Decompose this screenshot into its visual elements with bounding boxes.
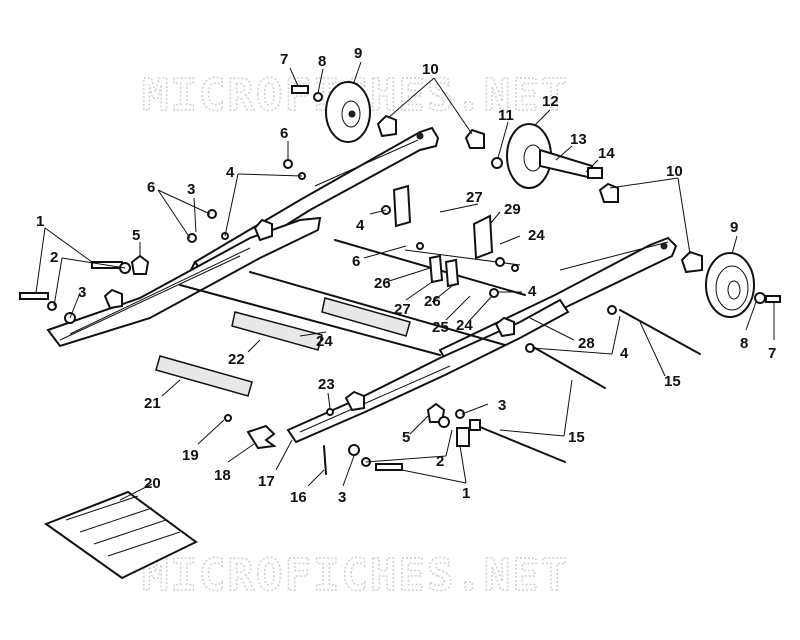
- callout-28: 28: [578, 335, 595, 352]
- callout-9b: 9: [730, 219, 738, 236]
- callout-8a: 8: [318, 53, 326, 70]
- callout-15b: 15: [568, 429, 585, 446]
- brackets: [392, 184, 494, 288]
- callout-2b: 2: [436, 453, 444, 470]
- callout-4d: 4: [620, 345, 629, 362]
- idler-wheel-upper: [325, 81, 371, 143]
- callout-6c: 6: [352, 253, 360, 270]
- leader-lines: [35, 61, 775, 501]
- callout-25: 25: [432, 319, 449, 336]
- callout-4b: 4: [356, 217, 365, 234]
- callout-9a: 9: [354, 45, 362, 62]
- callout-24b: 24: [456, 317, 473, 334]
- callout-10b: 10: [666, 163, 683, 180]
- right-slide-rail: [286, 298, 570, 444]
- idler-wheel-12: [506, 123, 603, 189]
- left-slide-rail: [46, 216, 322, 348]
- callout-7a: 7: [280, 51, 288, 68]
- callout-24a: 24: [528, 227, 545, 244]
- callout-3a: 3: [78, 284, 86, 301]
- callout-22: 22: [228, 351, 245, 368]
- callout-4c: 4: [528, 283, 537, 300]
- callout-1a: 1: [36, 213, 44, 230]
- callout-17: 17: [258, 473, 275, 490]
- callout-19: 19: [182, 447, 199, 464]
- callout-4a: 4: [226, 164, 235, 181]
- callout-21: 21: [144, 395, 161, 412]
- callout-12: 12: [542, 93, 559, 110]
- callouts: 1 1 2 2 3 3 3 3 4 4 4 4 5 5 6 6 6 7 7 8 …: [36, 45, 776, 506]
- cross-shafts: [155, 239, 526, 397]
- callout-29: 29: [504, 201, 521, 218]
- watermark-bottom: MICROFICHES.NET: [142, 550, 569, 601]
- callout-3d: 3: [338, 489, 346, 506]
- callout-14: 14: [598, 145, 615, 162]
- callout-5b: 5: [402, 429, 410, 446]
- hardware: [19, 85, 781, 475]
- callout-16: 16: [290, 489, 307, 506]
- callout-1b: 1: [462, 485, 470, 502]
- callout-26a: 26: [374, 275, 391, 292]
- callout-7b: 7: [768, 345, 776, 362]
- callout-13: 13: [570, 131, 587, 148]
- long-bolts: [469, 309, 701, 463]
- callout-2a: 2: [50, 249, 58, 266]
- callout-5a: 5: [132, 227, 140, 244]
- callout-26b: 26: [424, 293, 441, 310]
- callout-6a: 6: [280, 125, 288, 142]
- callout-8b: 8: [740, 335, 748, 352]
- idler-wheel-lower: [705, 252, 755, 318]
- callout-15a: 15: [664, 373, 681, 390]
- callout-24c: 24: [316, 333, 333, 350]
- callout-27a: 27: [466, 189, 483, 206]
- callout-27b: 27: [394, 301, 411, 318]
- spacer-blocks: [376, 114, 703, 274]
- callout-6b: 6: [147, 179, 155, 196]
- callout-11: 11: [498, 107, 514, 124]
- callout-10a: 10: [422, 61, 439, 78]
- callout-23: 23: [318, 376, 335, 393]
- track-clip-part: [43, 490, 198, 580]
- callout-20: 20: [144, 475, 161, 492]
- callout-18: 18: [214, 467, 231, 484]
- callout-3b: 3: [187, 181, 195, 198]
- callout-3c: 3: [498, 397, 506, 414]
